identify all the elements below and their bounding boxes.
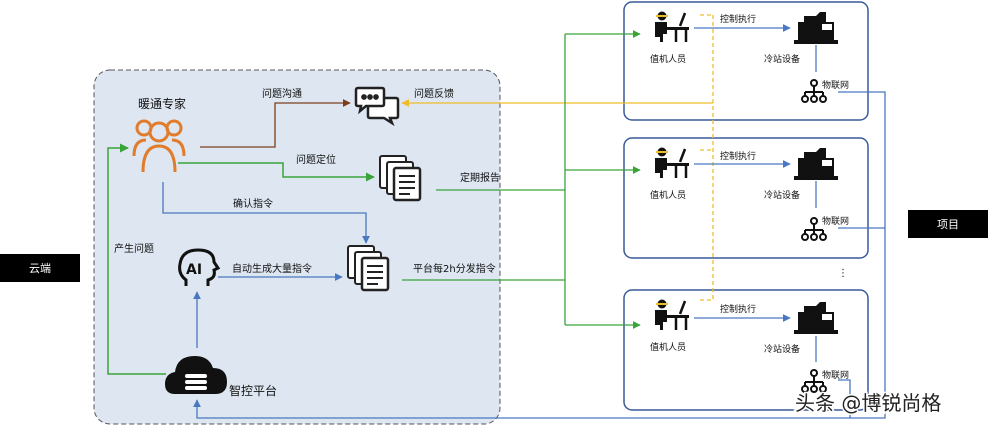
- chat-icon: [354, 86, 400, 127]
- svg-text:AI: AI: [186, 262, 202, 278]
- cloud-label-text: 云端: [29, 262, 51, 275]
- auto-gen-label: 自动生成大量指令: [232, 262, 312, 275]
- control-label: 控制执行: [720, 303, 756, 315]
- issue-comm-label: 问题沟通: [262, 87, 302, 100]
- project-label-text: 项目: [937, 218, 959, 231]
- control-label: 控制执行: [720, 13, 756, 25]
- ai-head-icon: AI: [178, 248, 221, 286]
- iot-data-line: [193, 91, 886, 419]
- project-label: 项目: [908, 210, 988, 238]
- issue-locate-label: 问题定位: [296, 153, 336, 166]
- people-icon: [132, 119, 186, 173]
- equipment-label: 冷站设备: [764, 53, 800, 65]
- iot-label: 物联网: [822, 369, 849, 381]
- confirm-cmd-label: 确认指令: [233, 197, 273, 210]
- equipment-label: 冷站设备: [764, 189, 800, 201]
- control-label: 控制执行: [720, 150, 756, 162]
- issue-comm-arrow: [200, 99, 351, 148]
- periodic-report-label: 定期报告: [460, 171, 500, 184]
- equipment-label: 冷站设备: [764, 343, 800, 355]
- operator-label: 值机人员: [650, 53, 686, 65]
- watermark: 头条 @博锐尚格: [795, 391, 941, 415]
- iot-label: 物联网: [822, 79, 849, 91]
- operator-label: 值机人员: [650, 341, 686, 353]
- feedback-dashed-link: [700, 15, 714, 301]
- issue-locate-arrow: [178, 162, 375, 182]
- expert-label: 暖通专家: [138, 96, 186, 111]
- issue-arise-label: 产生问题: [114, 242, 154, 255]
- issue-feedback-label: 问题反馈: [414, 87, 454, 100]
- cloud-label: 云端: [0, 254, 80, 282]
- platform-label: 智控平台: [229, 383, 277, 398]
- confirm-cmd-arrow: [162, 182, 370, 244]
- operator-label: 值机人员: [650, 189, 686, 201]
- issue-arise-arrow: [107, 143, 166, 375]
- iot-label: 物联网: [822, 215, 849, 227]
- cloud-database-icon: [165, 356, 227, 394]
- ellipsis: ⋮: [838, 268, 848, 279]
- dispatch-label: 平台每2h分发指令: [413, 262, 496, 275]
